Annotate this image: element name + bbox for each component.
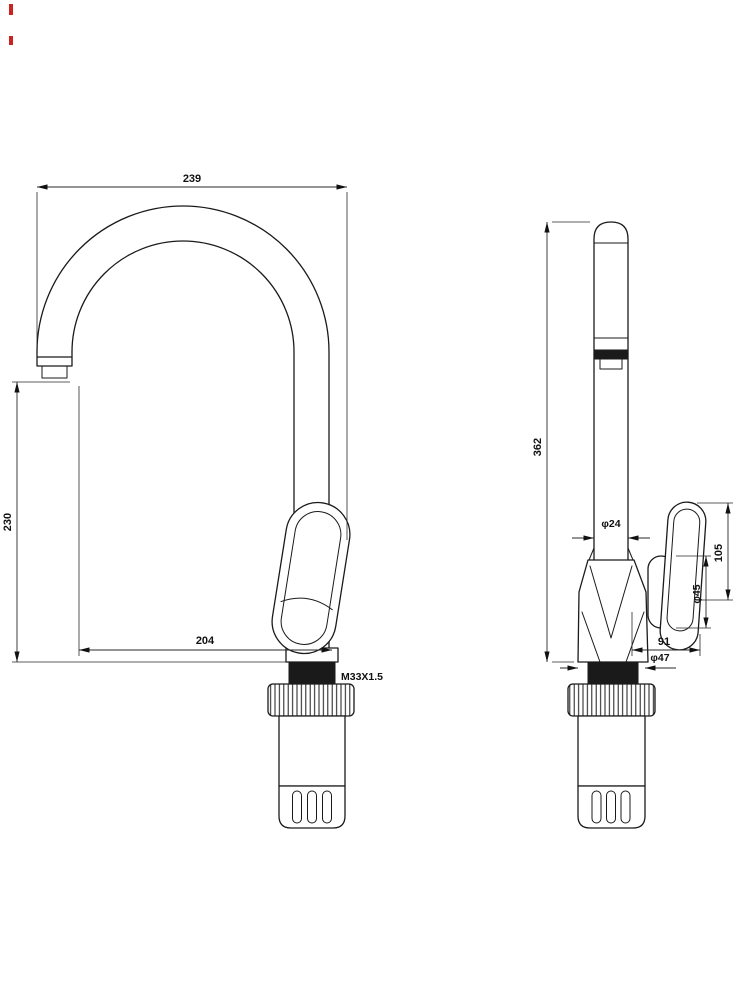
mounting-nut [267, 683, 355, 717]
side-view: 362 φ24 105 φ45 91 φ47 [532, 221, 733, 829]
shank-body [278, 715, 346, 787]
spout-height-dim: 230 [2, 513, 14, 531]
spout-reach-dim: 204 [196, 635, 215, 647]
ext-line-230 [12, 381, 286, 663]
rib-slot [620, 790, 631, 824]
body-facet-lines [581, 565, 645, 663]
aerator-tip-side [599, 358, 623, 370]
ext-line-362 [552, 221, 590, 663]
registration-mark [9, 4, 13, 15]
handle-side [659, 501, 707, 651]
handle-length-dim: 105 [713, 544, 725, 562]
rib-slot [606, 790, 616, 824]
handle-offset-dim: 91 [658, 636, 670, 648]
ribbed-base-side [577, 785, 646, 829]
pipe-flare [588, 547, 634, 561]
base-diameter-dim: φ47 [650, 652, 669, 664]
pipe-diameter-dim: φ24 [601, 518, 620, 530]
body-diameter-dim: φ45 [691, 584, 703, 603]
overall-width-dim: 239 [183, 173, 201, 185]
rib-slot [591, 790, 602, 824]
overall-height-dim: 362 [532, 438, 544, 456]
aerator-band [593, 349, 629, 360]
shank-body-side [577, 715, 646, 787]
body-side [577, 559, 649, 663]
spout-tip [36, 351, 73, 367]
rib-slot [322, 790, 332, 824]
thread-tenon-side [587, 661, 639, 685]
front-view: 239 230 204 M33X1.5 [2, 173, 383, 829]
mounting-nut-side [567, 683, 656, 717]
rib-slot [307, 790, 317, 824]
spout-outer-contour [36, 205, 330, 651]
ribbed-base [278, 785, 346, 829]
aerator-band-lines [593, 337, 629, 351]
registration-mark [9, 36, 13, 45]
rib-slot [292, 790, 302, 824]
spout-inner-contour [71, 240, 295, 651]
ext-line-239 [36, 192, 348, 540]
thread-spec-label: M33X1.5 [341, 671, 383, 683]
handle-front [271, 501, 351, 655]
thread-tenon [288, 661, 336, 685]
aerator [41, 365, 68, 379]
riser-pipe [593, 221, 629, 561]
